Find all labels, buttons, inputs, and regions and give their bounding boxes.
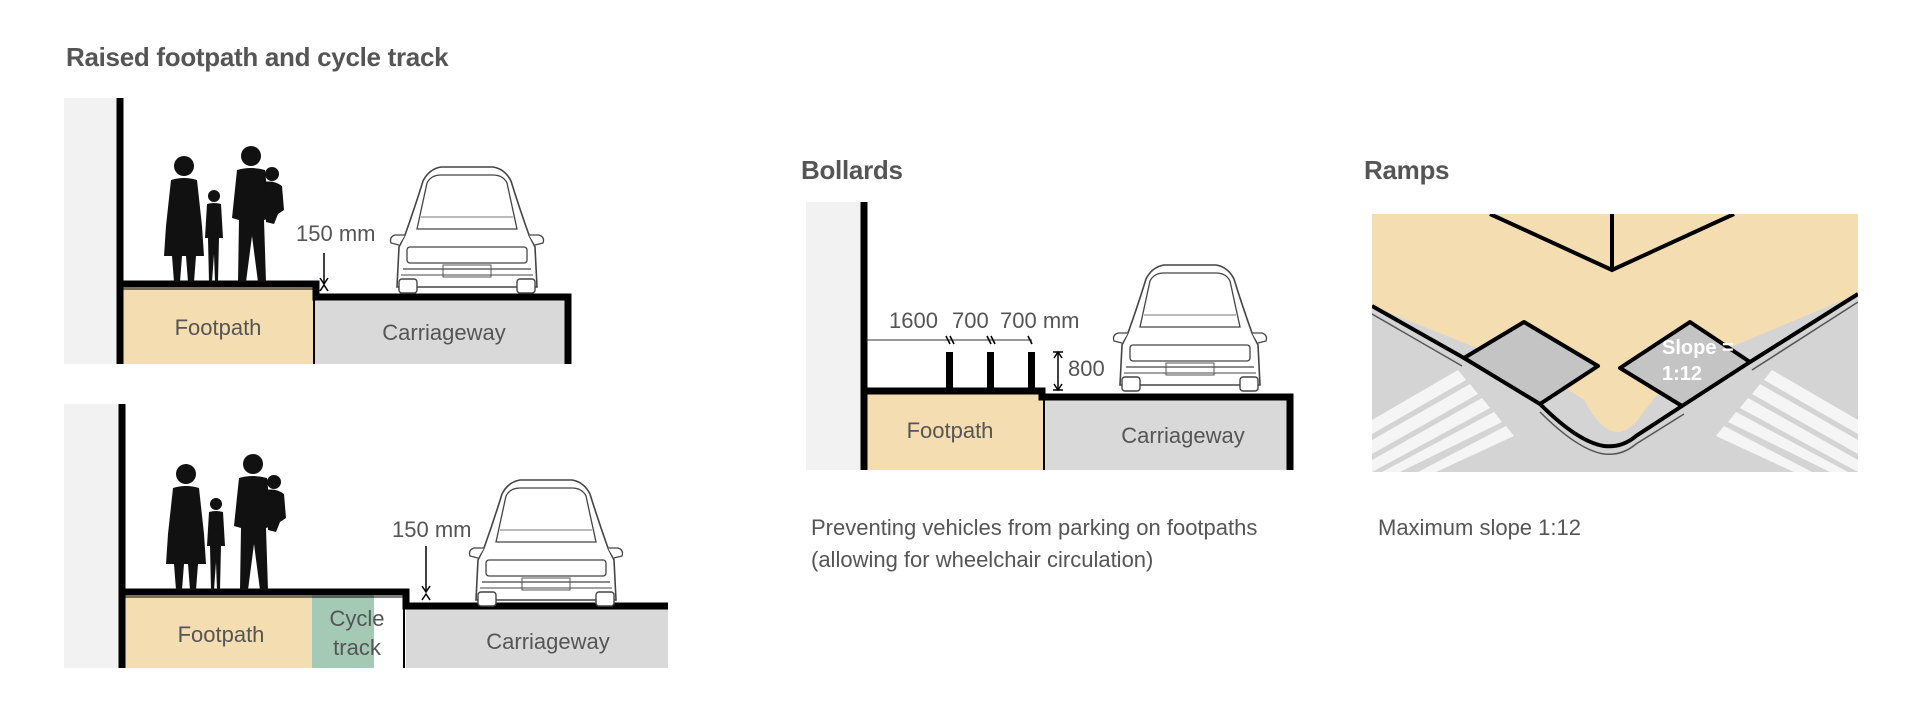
spacing-tick-icon xyxy=(945,335,1033,345)
carriageway-label: Carriageway xyxy=(486,629,610,654)
kerb-edge xyxy=(1372,292,1858,364)
dimension-label: 150 mm xyxy=(296,221,375,246)
car-icon xyxy=(389,166,545,294)
raised-footpath-diagram: 150 mm Footpath Carriageway xyxy=(64,98,572,364)
dimension-arrow-icon xyxy=(319,277,329,292)
footpath-label: Footpath xyxy=(907,418,994,443)
pedestrian-family-icon xyxy=(164,146,284,282)
section-title-bollards: Bollards xyxy=(801,155,903,185)
ramps-diagram: Slope = 1:12 xyxy=(1372,214,1858,472)
footpath-zone xyxy=(864,394,1046,470)
building-wall xyxy=(64,98,122,364)
carriageway-zone xyxy=(1046,400,1290,470)
height-arrow-icon xyxy=(1053,350,1063,392)
bollard-3 xyxy=(1028,352,1035,390)
bollard-1 xyxy=(946,352,953,390)
dimension-arrow-icon xyxy=(421,585,431,601)
car-icon xyxy=(1112,264,1268,392)
ramp-left xyxy=(1462,320,1600,406)
kerb-outline xyxy=(118,404,668,668)
cycle-track-zone xyxy=(312,594,374,668)
bollards-diagram: 1600 700 700 mm 800 Footpath Carriageway xyxy=(806,202,1294,470)
height-label: 800 xyxy=(1068,356,1105,381)
crosswalk-left-icon xyxy=(1372,370,1514,472)
carriageway-label: Carriageway xyxy=(382,320,506,345)
carriageway-zone xyxy=(406,608,668,668)
ramps-caption: Maximum slope 1:12 xyxy=(1378,515,1581,540)
bollard-2 xyxy=(987,352,994,390)
pedestrian-family-icon xyxy=(166,454,286,590)
cycle-track-label-line2: track xyxy=(333,635,382,660)
building-corner-outline xyxy=(1489,214,1735,273)
footpath-label: Footpath xyxy=(175,315,262,340)
corner-kerb xyxy=(1538,402,1684,449)
footpath-label: Footpath xyxy=(178,622,265,647)
car-icon xyxy=(468,479,624,607)
kerb-shadow-line xyxy=(1372,301,1858,456)
building-wall xyxy=(64,404,122,668)
building-wall xyxy=(806,202,864,470)
spacing-label-3: 700 mm xyxy=(1000,308,1079,333)
kerb-outline xyxy=(116,98,572,364)
footpath-zone xyxy=(122,286,314,364)
kerb-outline xyxy=(860,202,1294,470)
bollards-caption-line2: (allowing for wheelchair circulation) xyxy=(811,547,1154,572)
carriageway-zone xyxy=(314,299,568,364)
crosswalk-right-icon xyxy=(1716,370,1858,472)
spacing-label-1: 1600 xyxy=(889,308,938,333)
raised-cycle-track-diagram: 150 mm Footpath Cycle track Carriageway xyxy=(64,404,668,668)
section-title-ramps: Ramps xyxy=(1364,155,1450,185)
dimension-label: 150 mm xyxy=(392,517,471,542)
section-title-raised: Raised footpath and cycle track xyxy=(66,42,449,72)
slope-label-line2: 1:12 xyxy=(1662,363,1702,385)
carriageway-label: Carriageway xyxy=(1121,423,1245,448)
slope-label-line1: Slope = xyxy=(1662,337,1734,359)
bollards-caption: Preventing vehicles from parking on foot… xyxy=(811,512,1257,576)
bollards-caption-line1: Preventing vehicles from parking on foot… xyxy=(811,515,1258,540)
spacing-label-2: 700 xyxy=(952,308,989,333)
cycle-track-label-line1: Cycle xyxy=(329,606,384,631)
